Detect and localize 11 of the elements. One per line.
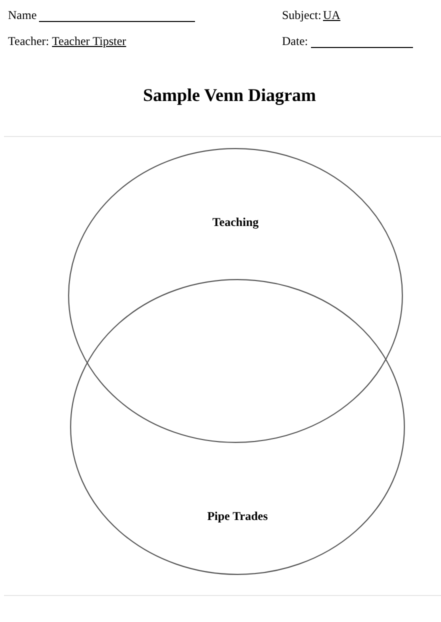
venn-circle [68,148,403,443]
date-label: Date: [282,34,308,48]
diagram-title: Sample Venn Diagram [142,84,318,106]
venn-circle [70,279,405,575]
teacher-name: Teacher Tipster [52,34,126,48]
subject-label: Subject: [282,8,322,22]
teacher-label: Teacher: [8,34,50,48]
circle-label: Pipe Trades [206,509,269,523]
name-label: Name [8,8,37,22]
circle-label: Teaching [211,215,260,229]
subject-value: UA [323,8,340,22]
